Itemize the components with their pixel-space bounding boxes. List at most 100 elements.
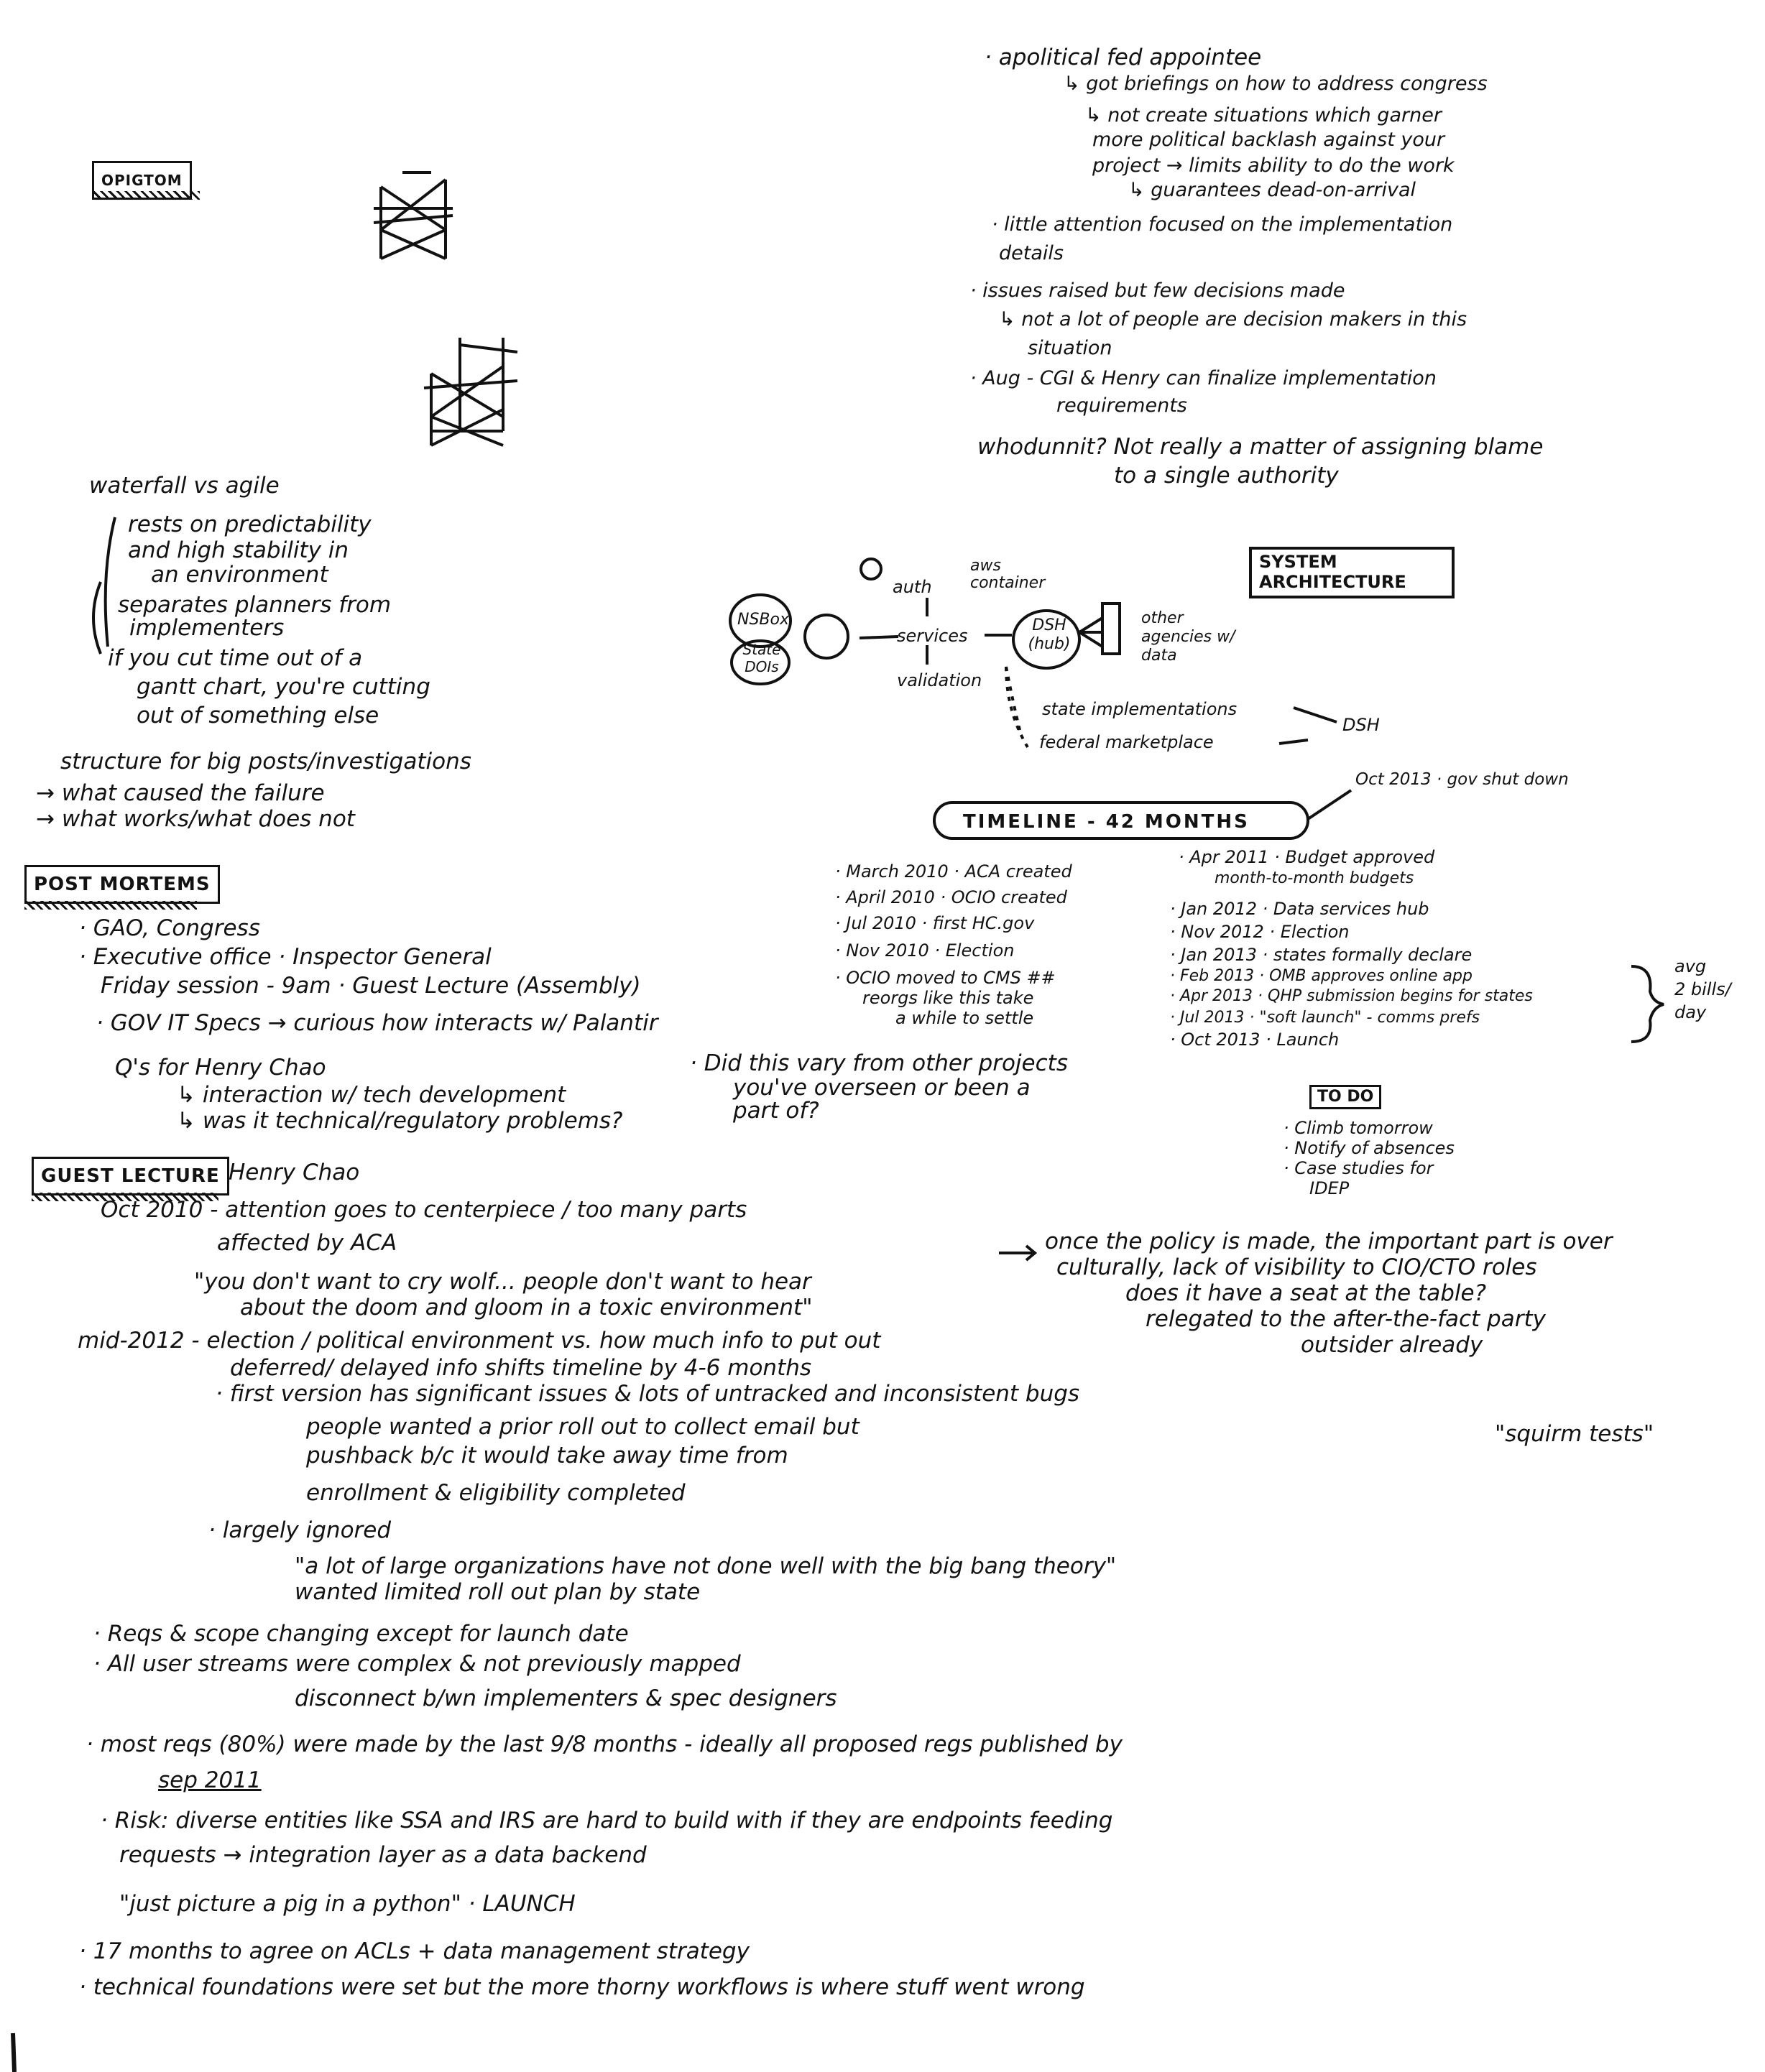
note-line: disconnect b/wn implementers & spec desi… xyxy=(295,1685,837,1711)
note-line: requests → integration layer as a data b… xyxy=(119,1842,647,1868)
note-line: · Did this vary from other projects xyxy=(690,1050,1068,1076)
note-line: an environment xyxy=(151,562,328,588)
note-line: situation xyxy=(1028,337,1112,359)
note-line: ↳ not create situations which garner xyxy=(1085,104,1442,126)
label-underline xyxy=(24,901,197,910)
note-line: → what caused the failure xyxy=(36,780,325,806)
note-line: more political backlash against your xyxy=(1092,129,1445,151)
timeline-item: · April 2010 · OCIO created xyxy=(835,887,1067,907)
todo-item: · Case studies for xyxy=(1284,1158,1434,1178)
note-line: · GOV IT Specs → curious how interacts w… xyxy=(96,1010,658,1036)
note-line: deferred/ delayed info shifts timeline b… xyxy=(230,1355,812,1381)
diagram-state-dois: State DOIs xyxy=(742,641,781,675)
note-line: · Reqs & scope changing except for launc… xyxy=(93,1621,629,1647)
diagram-dsh-hub: DSH (hub) xyxy=(1028,616,1071,653)
note-line: · little attention focused on the implem… xyxy=(992,213,1453,236)
todo-label: TO DO xyxy=(1309,1085,1382,1109)
note-line: · apolitical fed appointee xyxy=(985,45,1262,70)
timeline-item: · Apr 2013 · QHP submission begins for s… xyxy=(1170,987,1533,1005)
squirm-tests-note: "squirm tests" xyxy=(1495,1421,1654,1447)
system-architecture-label: SYSTEM ARCHITECTURE xyxy=(1259,552,1406,592)
avg-line: 2 bills/ xyxy=(1674,979,1731,999)
gov-shutdown-note: Oct 2013 · gov shut down xyxy=(1355,770,1569,789)
timeline-item: · Feb 2013 · OMB approves online app xyxy=(1170,967,1473,985)
note-line: structure for big posts/investigations xyxy=(60,749,471,774)
diagram-nsbox: NSBox xyxy=(737,611,789,629)
timeline-item: · Oct 2013 · Launch xyxy=(1170,1030,1340,1050)
note-line: "a lot of large organizations have not d… xyxy=(295,1553,1117,1579)
timeline-item: · OCIO moved to CMS ## xyxy=(835,968,1056,988)
label-underline xyxy=(32,1193,218,1201)
note-line: affected by ACA xyxy=(217,1230,397,1256)
avg-line: day xyxy=(1674,1002,1707,1022)
note-line: wanted limited roll out plan by state xyxy=(295,1579,701,1605)
timeline-item: · Nov 2012 · Election xyxy=(1170,922,1350,942)
note-line: Oct 2010 - attention goes to centerpiece… xyxy=(101,1197,747,1223)
guest-lecture-label: GUEST LECTURE xyxy=(32,1157,229,1195)
timeline-item: · Apr 2011 · Budget approved xyxy=(1179,847,1435,867)
diagram-auth: auth xyxy=(893,577,932,597)
note-line: ↳ not a lot of people are decision maker… xyxy=(999,308,1467,330)
note-line: to a single authority xyxy=(1114,463,1339,489)
note-line: mid-2012 - election / political environm… xyxy=(78,1328,881,1354)
note-line: project → limits ability to do the work xyxy=(1092,154,1455,177)
note-line: and high stability in xyxy=(128,537,349,563)
note-line: out of something else xyxy=(137,703,379,729)
timeline-item: · March 2010 · ACA created xyxy=(835,861,1072,882)
timeline-item: · Jul 2010 · first HC.gov xyxy=(835,913,1035,933)
note-line: · All user streams were complex & not pr… xyxy=(93,1651,741,1677)
note-line: · issues raised but few decisions made xyxy=(970,279,1345,302)
note-line: outsider already xyxy=(1301,1332,1483,1358)
note-line: people wanted a prior roll out to collec… xyxy=(306,1414,860,1440)
diagram-federal-marketplace: federal marketplace xyxy=(1039,732,1214,752)
note-line: requirements xyxy=(1056,394,1187,417)
scaffold-sketch-1 xyxy=(373,171,453,260)
diagram-services: services xyxy=(897,626,968,646)
note-line: waterfall vs agile xyxy=(89,473,280,499)
todo-item: · Notify of absences xyxy=(1284,1138,1455,1158)
note-line: ↳ guarantees dead-on-arrival xyxy=(1128,179,1416,201)
note-line: whodunnit? Not really a matter of assign… xyxy=(977,434,1544,460)
diagram-state-implementations: state implementations xyxy=(1042,699,1238,719)
note-line: enrollment & eligibility completed xyxy=(306,1480,686,1506)
note-line: details xyxy=(999,242,1064,264)
note-line: rests on predictability xyxy=(128,512,372,537)
note-line: does it have a seat at the table? xyxy=(1125,1280,1487,1306)
post-mortems-label: POST MORTEMS xyxy=(24,865,220,904)
diagram-other-agencies: other agencies w/ data xyxy=(1141,609,1235,665)
timeline-item: · Jul 2013 · "soft launch" - comms prefs xyxy=(1170,1009,1480,1027)
timeline-item: a while to settle xyxy=(895,1008,1034,1028)
note-line: Friday session - 9am · Guest Lecture (As… xyxy=(101,973,641,999)
todo-item: · Climb tomorrow xyxy=(1284,1118,1433,1138)
note-line: separates planners from xyxy=(118,592,392,618)
note-line: if you cut time out of a xyxy=(108,645,363,671)
note-line: ↳ got briefings on how to address congre… xyxy=(1064,73,1488,95)
timeline-item: · Jan 2013 · states formally declare xyxy=(1170,945,1473,965)
note-line: · GAO, Congress xyxy=(79,915,260,941)
waterfall-bracket xyxy=(103,517,116,647)
note-line: · technical foundations were set but the… xyxy=(79,1974,1085,2000)
note-line: · Risk: diverse entities like SSA and IR… xyxy=(101,1808,1113,1833)
note-line: pushback b/c it would take away time fro… xyxy=(306,1443,788,1469)
note-line: about the doom and gloom in a toxic envi… xyxy=(240,1295,813,1321)
note-line: "you don't want to cry wolf... people do… xyxy=(194,1269,811,1295)
label-underline xyxy=(92,191,200,200)
note-line: part of? xyxy=(733,1098,819,1124)
note-line: you've overseen or been a xyxy=(733,1075,1031,1101)
avg-line: avg xyxy=(1674,956,1707,976)
note-line: ↳ was it technical/regulatory problems? xyxy=(177,1108,623,1134)
todo-item: IDEP xyxy=(1309,1178,1350,1198)
note-line: "just picture a pig in a python" · LAUNC… xyxy=(119,1891,576,1917)
note-line: → what works/what does not xyxy=(36,806,355,832)
scaffold-sketch-2 xyxy=(423,338,518,447)
note-line: · 17 months to agree on ACLs + data mana… xyxy=(79,1938,750,1964)
timeline-label: TIMELINE - 42 MONTHS xyxy=(963,811,1250,833)
note-line: · largely ignored xyxy=(208,1517,392,1543)
note-line: gantt chart, you're cutting xyxy=(137,674,430,700)
note-line: implementers xyxy=(129,615,285,641)
note-line: · Executive office · Inspector General xyxy=(79,944,492,970)
note-line: relegated to the after-the-fact party xyxy=(1146,1306,1546,1332)
note-line: · first version has significant issues &… xyxy=(216,1381,1080,1407)
diagram-validation: validation xyxy=(897,670,982,690)
